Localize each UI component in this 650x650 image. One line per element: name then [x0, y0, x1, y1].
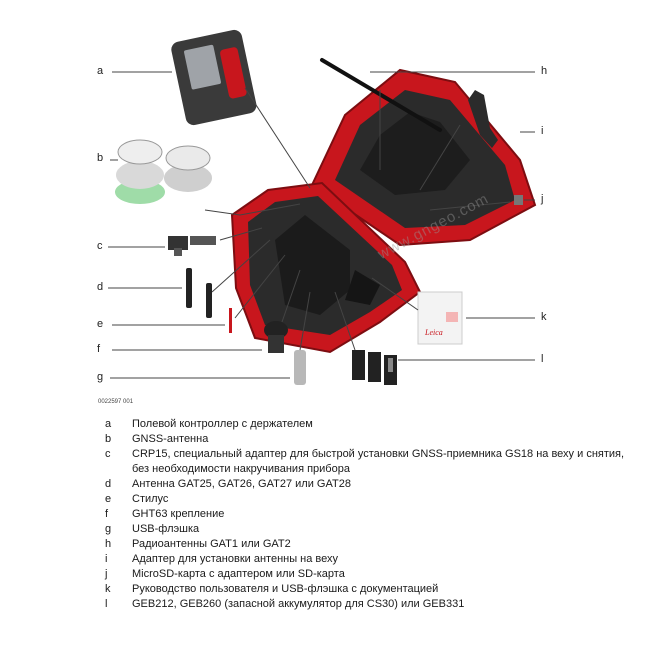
gat-antennas	[186, 268, 212, 318]
callout-d: d	[97, 281, 104, 293]
case-illustration: Leica	[108, 29, 537, 385]
legend-text: Адаптер для установки антенны на веху	[132, 553, 339, 565]
sd-card	[514, 195, 523, 205]
legend-item: b GNSS-антенна	[105, 432, 635, 447]
legend-item: i Адаптер для установки антенны на веху	[105, 552, 635, 567]
legend-text: Руководство пользователя и USB-флэшка с …	[132, 583, 439, 595]
ght63-mount	[264, 321, 288, 353]
legend-key: a	[105, 418, 112, 430]
callout-e: e	[97, 318, 104, 330]
callout-c: c	[97, 240, 103, 252]
leader-lines	[108, 71, 535, 379]
legend-item: f GHT63 крепление	[105, 507, 635, 522]
callout-f: f	[97, 343, 101, 355]
callout-l: l	[541, 353, 544, 365]
legend-item: e Стилус	[105, 492, 635, 507]
legend-item: d Антенна GAT25, GAT26, GAT27 или GAT28	[105, 477, 635, 492]
legend-item: j MicroSD-карта с адаптером или SD-карта	[105, 567, 635, 582]
legend-key: k	[105, 583, 111, 595]
legend-text: Антенна GAT25, GAT26, GAT27 или GAT28	[132, 478, 351, 490]
legend-item: c CRP15, специальный адаптер для быстрой …	[105, 447, 635, 477]
legend-key: i	[105, 553, 108, 565]
legend-text: Радиоантенны GAT1 или GAT2	[132, 538, 291, 550]
legend-key: l	[105, 598, 108, 610]
legend-key: d	[105, 478, 112, 490]
figure-code: 0022597 001	[98, 399, 134, 405]
field-controller	[171, 29, 257, 126]
callout-a: a	[97, 65, 104, 77]
legend-text: GEB212, GEB260 (запасной аккумулятор для…	[132, 598, 465, 610]
user-manual: Leica	[417, 291, 463, 345]
callout-g: g	[97, 371, 104, 383]
equipment-figure: Leica	[97, 29, 548, 385]
legend-text: GNSS-антенна	[132, 433, 209, 445]
callout-k: k	[541, 311, 547, 323]
legend-key: h	[105, 538, 112, 550]
legend-item: k Руководство пользователя и USB-флэшка с…	[105, 582, 635, 597]
radio-antenna	[320, 58, 442, 132]
callout-j: j	[541, 193, 544, 205]
batteries	[352, 350, 397, 385]
legend-key: j	[105, 568, 108, 580]
legend-text: CRP15, специальный адаптер для быстрой у…	[132, 448, 625, 475]
usb-stick	[294, 350, 306, 385]
callout-b: b	[97, 152, 104, 164]
pole-adapter	[468, 90, 498, 148]
svg-text:Leica: Leica	[424, 328, 443, 337]
gnss-antennas	[115, 139, 212, 204]
legend-text: Полевой контроллер с держателем	[132, 418, 313, 430]
legend-item: a Полевой контроллер с держателем	[105, 417, 635, 432]
legend-key: b	[105, 433, 112, 445]
legend-item: l GEB212, GEB260 (запасной аккумулятор дл…	[105, 597, 635, 612]
legend-text: MicroSD-карта с адаптером или SD-карта	[132, 568, 345, 580]
legend-key: e	[105, 493, 112, 505]
legend-key: f	[105, 508, 109, 520]
legend: a Полевой контроллер с держателем b GNSS-а…	[105, 417, 635, 612]
legend-text: GHT63 крепление	[132, 508, 225, 520]
legend-item: g USB-флэшка	[105, 522, 635, 537]
legend-text: Стилус	[132, 493, 169, 505]
legend-key: c	[105, 448, 111, 460]
stylus	[229, 308, 232, 333]
legend-text: USB-флэшка	[132, 523, 200, 535]
crp15-adapter	[168, 236, 216, 256]
legend-item: h Радиоантенны GAT1 или GAT2	[105, 537, 635, 552]
callout-i: i	[541, 125, 544, 137]
callout-h: h	[541, 65, 548, 77]
legend-key: g	[105, 523, 112, 535]
